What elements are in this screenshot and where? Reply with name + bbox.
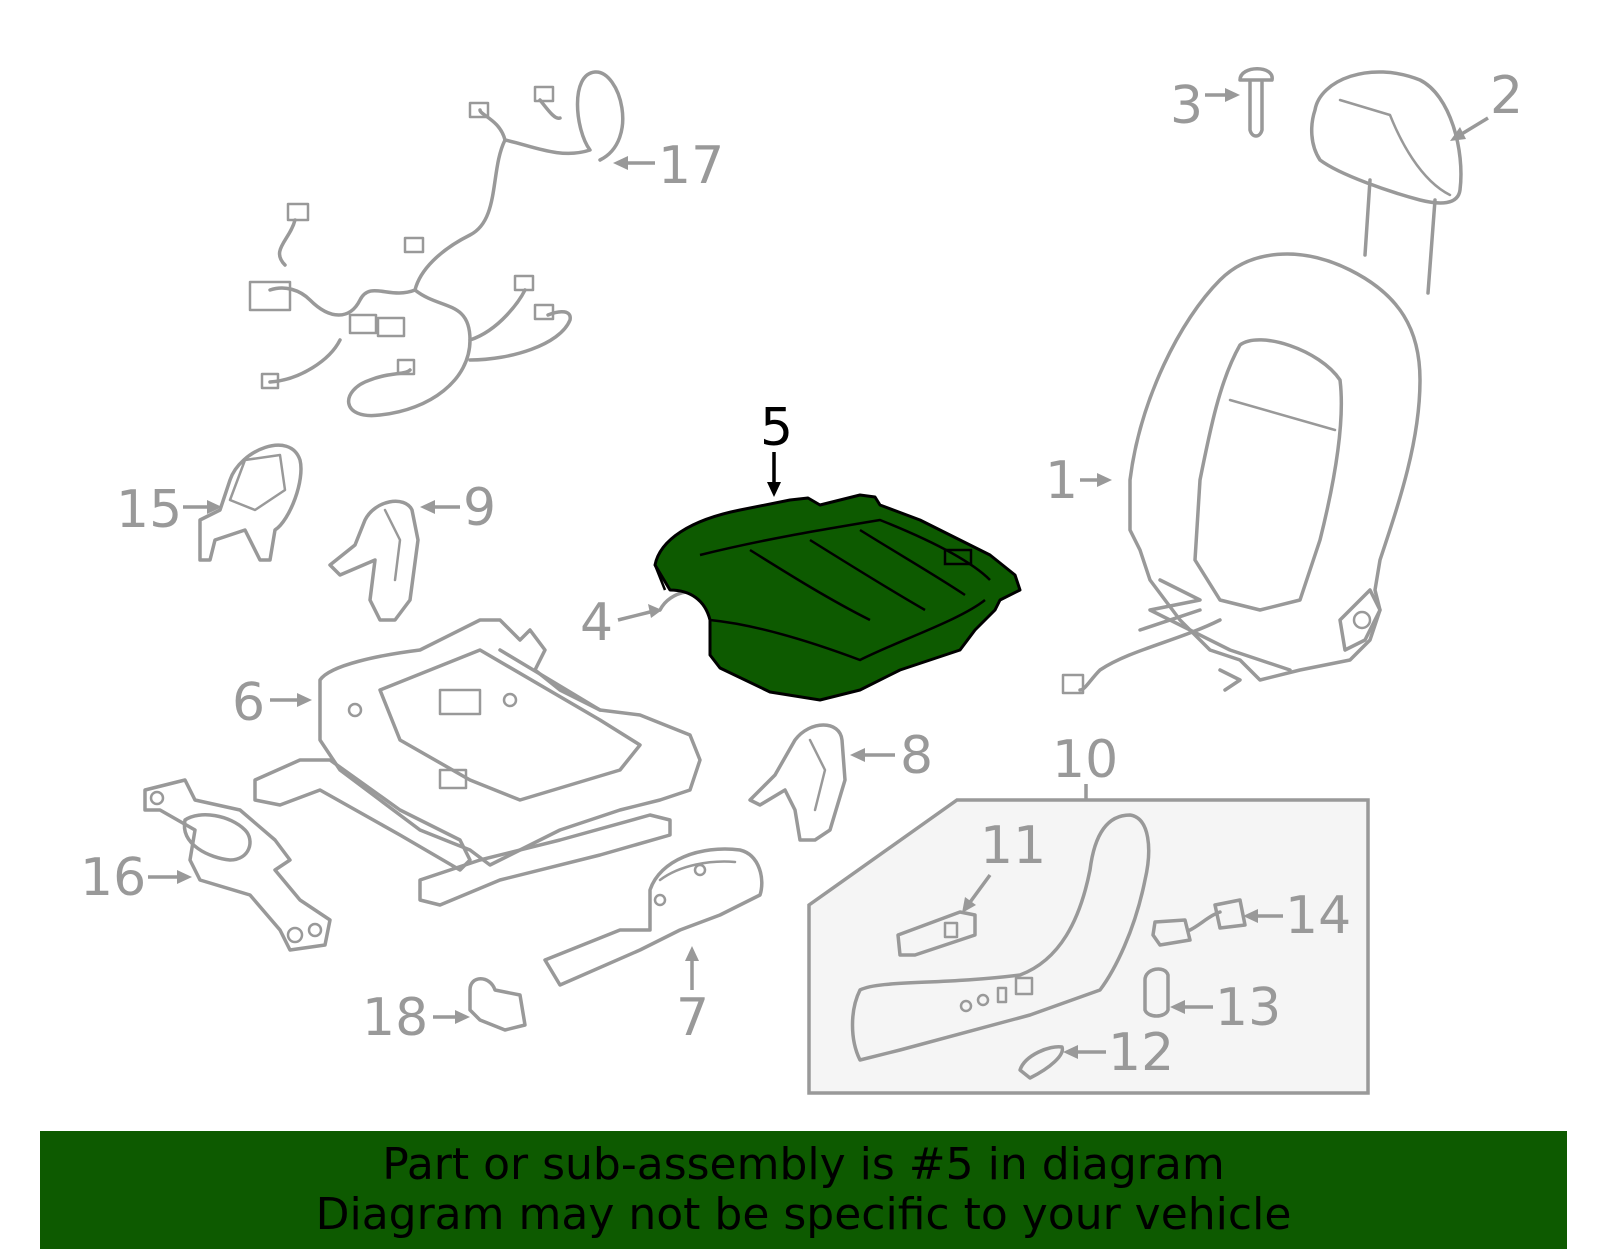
banner-line-1: Part or sub-assembly is #5 in diagram [382,1139,1225,1190]
part-8-bracket[interactable] [748,723,847,842]
svg-text:15: 15 [116,480,182,540]
part-10-assembly-box[interactable] [807,798,1370,1095]
part-2-headrest[interactable] [1309,70,1463,295]
svg-text:17: 17 [658,136,724,196]
svg-text:7: 7 [676,988,709,1048]
svg-text:10: 10 [1052,730,1118,790]
part-5-seat-cushion-cover[interactable] [653,493,1022,702]
part-18-clip[interactable] [468,977,527,1032]
part-1-seat-back[interactable] [1061,252,1422,695]
callout-3[interactable]: 3 [1170,76,1240,136]
part-17-wiring-harness[interactable] [248,70,625,418]
svg-text:18: 18 [362,988,428,1048]
svg-text:9: 9 [463,478,496,538]
callout-2[interactable]: 2 [1450,66,1523,141]
callout-13[interactable]: 13 [1170,978,1281,1038]
callout-6[interactable]: 6 [232,673,312,733]
callout-7[interactable]: 7 [676,946,709,1048]
info-banner: Part or sub-assembly is #5 in diagram Di… [40,1131,1567,1249]
callout-16[interactable]: 16 [80,848,192,908]
svg-text:11: 11 [980,816,1046,876]
callout-18[interactable]: 18 [362,988,470,1048]
callout-10[interactable]: 10 [1052,730,1118,800]
part-15-cover[interactable] [198,443,303,562]
part-9-bracket[interactable] [328,499,420,622]
svg-text:16: 16 [80,848,146,908]
svg-text:8: 8 [900,726,933,786]
svg-text:6: 6 [232,673,265,733]
callout-5[interactable]: 5 [760,398,793,497]
svg-text:14: 14 [1285,886,1351,946]
svg-text:1: 1 [1045,451,1078,511]
callout-14[interactable]: 14 [1243,886,1351,946]
callout-4[interactable]: 4 [580,593,662,653]
callout-8[interactable]: 8 [850,726,933,786]
svg-text:2: 2 [1490,66,1523,126]
part-6-seat-frame[interactable] [253,618,702,907]
callout-9[interactable]: 9 [420,478,496,538]
callout-11[interactable]: 11 [962,816,1046,913]
banner-line-2: Diagram may not be specific to your vehi… [315,1189,1292,1240]
part-7-side-cover[interactable] [543,847,764,987]
part-16-recliner[interactable] [143,778,332,952]
svg-text:12: 12 [1108,1023,1174,1083]
svg-text:5: 5 [760,398,793,458]
callout-12[interactable]: 12 [1063,1023,1174,1083]
callout-17[interactable]: 17 [613,136,724,196]
part-3-pin[interactable] [1238,67,1274,138]
callout-1[interactable]: 1 [1045,451,1112,511]
svg-text:13: 13 [1215,978,1281,1038]
callout-15[interactable]: 15 [116,480,222,540]
svg-text:4: 4 [580,593,613,653]
svg-text:3: 3 [1170,76,1203,136]
